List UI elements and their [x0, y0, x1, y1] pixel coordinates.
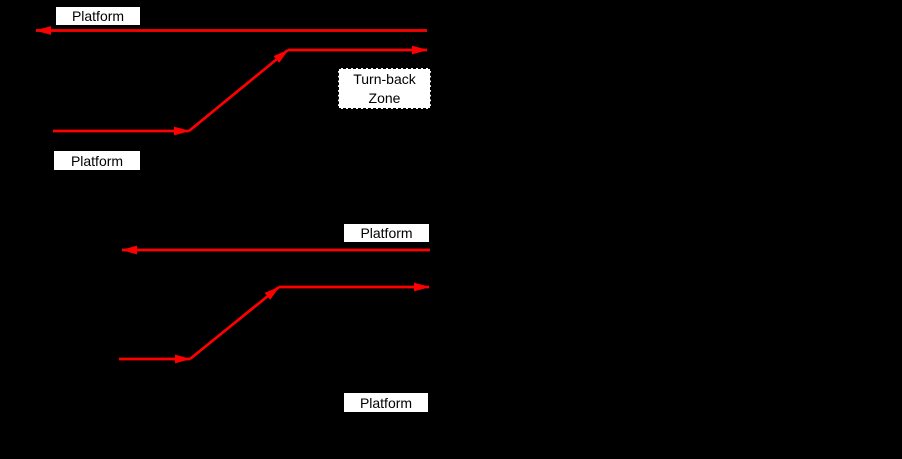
bottom-upper-platform-box: Platform: [343, 223, 430, 243]
bottom-diagram-tracks: [119, 245, 430, 364]
turnback-zone-box: Turn-back Zone: [338, 68, 431, 109]
bottom-crossover-track-arrow: [189, 285, 280, 361]
top-upper-platform-box: Platform: [55, 6, 141, 26]
top-diagram-tracks: [35, 26, 428, 136]
top-crossover-track-arrow: [188, 48, 289, 133]
turnback-zone-label: Turn-back Zone: [353, 70, 416, 106]
bottom-lower-platform-box: Platform: [343, 392, 429, 413]
top-lower-platform-box: Platform: [53, 150, 141, 171]
